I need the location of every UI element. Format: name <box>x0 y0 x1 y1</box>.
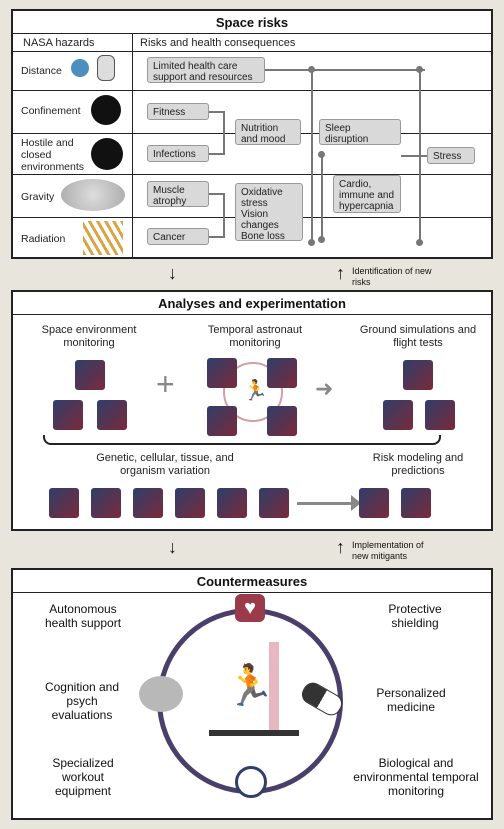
brain-icon <box>139 676 183 712</box>
long-arrow <box>297 502 355 505</box>
implementation-note: Implementation of new mitigants <box>352 540 424 561</box>
clock-icon <box>235 766 267 798</box>
hazard-gravity: Gravity <box>21 191 55 203</box>
blood-sample-icon <box>207 406 237 436</box>
hazards-col-header: NASA hazards <box>23 37 95 49</box>
up-arrow-2: ↑ <box>336 537 345 557</box>
mouse-icon <box>217 488 247 518</box>
space-risks-title: Space risks <box>215 15 289 30</box>
radiation-astronaut-icon <box>83 221 123 255</box>
space-env-label: Space environment monitoring <box>41 324 137 349</box>
heart-icon: ♥ <box>235 594 265 622</box>
risk-oxidative-stress: Oxidative stress Vision changes Bone los… <box>235 183 303 242</box>
astronaut-icon <box>97 55 115 81</box>
gravity-icon <box>61 179 125 211</box>
risk-muscle-atrophy: Muscle atrophy <box>147 181 209 207</box>
autonomous-label: Autonomous health support <box>44 602 122 630</box>
risk-modeling-label: Risk modeling and predictions <box>372 452 464 477</box>
fly-icon <box>175 488 205 518</box>
runner-icon: 🏃 <box>243 380 268 402</box>
countermeasures-panel: Countermeasures ♥ 🏃 Autonomous health su… <box>11 568 493 820</box>
risk-fitness: Fitness <box>147 103 209 120</box>
plus-icon: + <box>156 366 175 402</box>
radiation-icon <box>75 360 105 390</box>
risk-nutrition-mood: Nutrition and mood <box>235 119 301 145</box>
risk-limited-health-care: Limited health care support and resource… <box>147 57 265 83</box>
hazard-distance: Distance <box>21 65 62 77</box>
fish-icon <box>133 488 163 518</box>
dna-icon <box>401 488 431 518</box>
hazard-confinement: Confinement <box>21 105 81 117</box>
risk-infections: Infections <box>147 145 209 162</box>
biological-label: Biological and environmental temporal mo… <box>353 756 479 798</box>
chart-icon <box>359 488 389 518</box>
protective-label: Protective shielding <box>388 602 442 630</box>
risk-cancer: Cancer <box>147 228 209 245</box>
bacteria-icon <box>267 406 297 436</box>
human-icon <box>259 488 289 518</box>
risks-col-header: Risks and health consequences <box>140 37 296 49</box>
space-risks-panel: Space risks NASA hazards Risks and healt… <box>11 9 493 259</box>
risk-sleep-disruption: Sleep disruption <box>319 119 401 145</box>
satellite-icon <box>383 400 413 430</box>
up-arrow-1: ↑ <box>336 263 345 283</box>
skeleton-icon <box>207 358 237 388</box>
cognition-label: Cognition and psych evaluations <box>44 680 120 722</box>
monitor-icon <box>53 400 83 430</box>
identification-note: Identification of new risks <box>352 266 432 287</box>
analyses-panel: Analyses and experimentation Space envir… <box>11 290 493 531</box>
workout-label: Specialized workout equipment <box>52 756 114 798</box>
wearable-icon <box>267 358 297 388</box>
analyses-title: Analyses and experimentation <box>158 296 346 311</box>
risk-cardio-immune: Cardio, immune and hypercapnia <box>333 175 401 213</box>
down-arrow-2: ↓ <box>168 537 177 557</box>
monitoring-circle <box>223 362 283 422</box>
brace <box>43 435 441 445</box>
hazard-radiation: Radiation <box>21 233 66 245</box>
countermeasures-title: Countermeasures <box>196 574 308 589</box>
treadmill-runner-icon: 🏃 <box>209 642 299 738</box>
down-arrow-1: ↓ <box>168 263 177 283</box>
microbe-dish-icon <box>97 400 127 430</box>
cells-icon <box>49 488 79 518</box>
mice-icon <box>425 400 455 430</box>
plant-icon <box>91 488 121 518</box>
earth-astronaut-icon <box>71 59 89 77</box>
temporal-monitoring-label: Temporal astronaut monitoring <box>207 324 303 349</box>
arrow-right-icon: ➜ <box>315 376 334 401</box>
ground-sim-label: Ground simulations and flight tests <box>359 324 477 349</box>
personalized-label: Personalized medicine <box>376 686 446 714</box>
microbes-icon <box>91 138 123 170</box>
radiation-icon-2 <box>403 360 433 390</box>
genetic-label: Genetic, cellular, tissue, and organism … <box>96 452 234 477</box>
confined-astronaut-icon <box>91 95 121 125</box>
hazard-hostile: Hostile and closed environments <box>21 137 85 173</box>
risk-stress: Stress <box>427 147 475 164</box>
